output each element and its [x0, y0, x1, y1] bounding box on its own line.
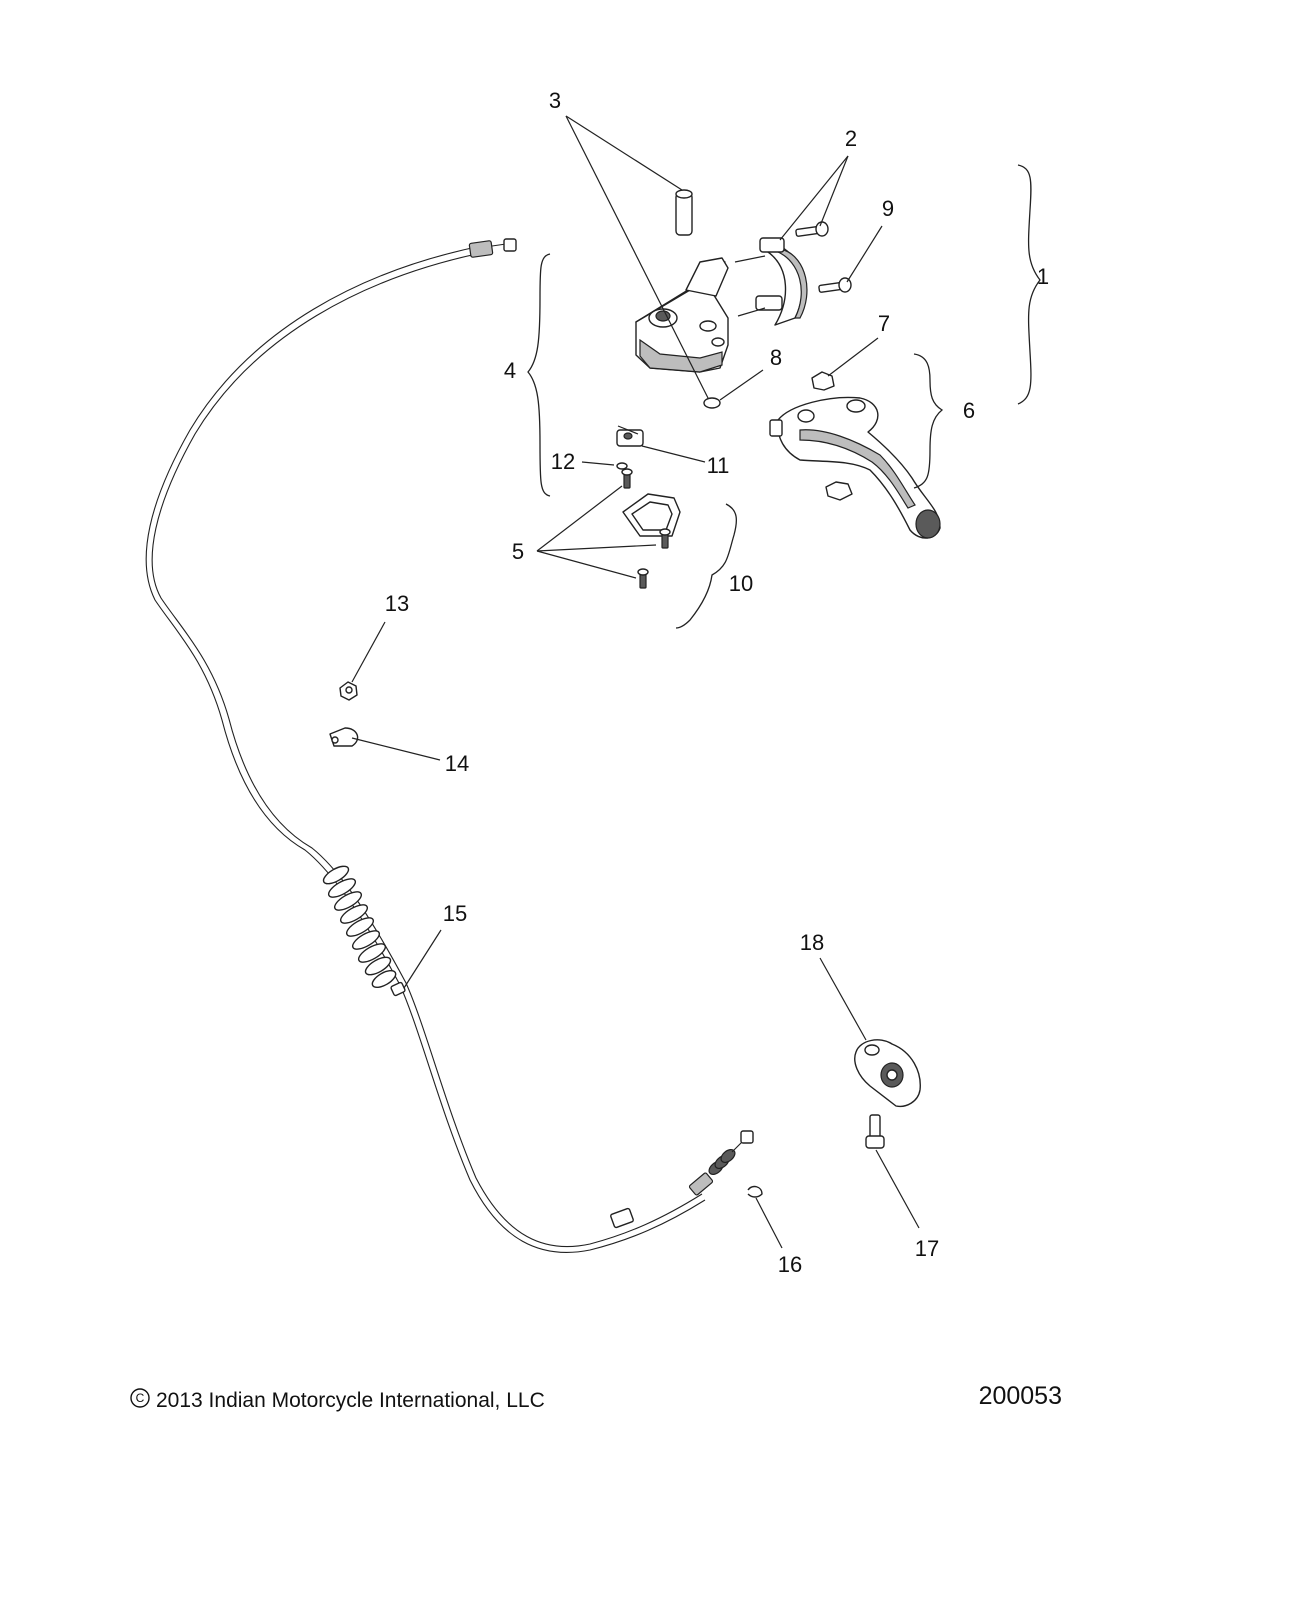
callout-15: 15 [443, 901, 467, 926]
copyright-line: C 2013 Indian Motorcycle International, … [130, 1388, 545, 1412]
brace-1 [1017, 164, 1041, 405]
leader-14 [351, 737, 441, 761]
callout-5: 5 [512, 539, 524, 564]
switch-cover[interactable] [622, 493, 681, 537]
leader-18 [819, 957, 867, 1041]
pivot-pin[interactable] [675, 189, 693, 236]
callout-14: 14 [445, 751, 469, 776]
leader-3b [565, 115, 709, 399]
cover-screw-3[interactable] [637, 568, 649, 589]
callout-13: 13 [385, 591, 409, 616]
pivot-washer[interactable] [703, 397, 721, 409]
cable-clip[interactable] [329, 727, 359, 747]
leader-3a [565, 115, 683, 191]
bracket-bolt[interactable] [865, 1114, 885, 1149]
leader-2a [779, 155, 849, 241]
leader-12 [581, 461, 615, 466]
clutch-switch[interactable] [616, 425, 644, 447]
callout-17: 17 [915, 1236, 939, 1261]
leader-2b [819, 155, 849, 227]
callout-7: 7 [878, 311, 890, 336]
cable-e-clip[interactable] [747, 1185, 763, 1198]
leader-5a [536, 485, 623, 552]
leader-5b [536, 544, 657, 552]
brace-6 [913, 353, 944, 489]
cover-screw-1[interactable] [621, 468, 633, 489]
callout-6: 6 [963, 398, 975, 423]
leader-8 [719, 369, 764, 401]
leader-13 [351, 621, 386, 683]
callout-12: 12 [551, 449, 575, 474]
cable-nut[interactable] [339, 681, 358, 701]
leader-7 [827, 337, 879, 377]
clamp-screw-lower[interactable] [818, 277, 852, 293]
cable-lower-sleeve [610, 1207, 634, 1229]
leader-9 [846, 225, 883, 283]
leader-15 [403, 929, 442, 989]
callout-8: 8 [770, 345, 782, 370]
callout-16: 16 [778, 1252, 802, 1277]
leader-16 [755, 1197, 783, 1249]
callout-10: 10 [729, 571, 753, 596]
callout-1: 1 [1037, 264, 1049, 289]
lever-lower-clip [825, 481, 853, 501]
cable-bracket[interactable] [854, 1039, 921, 1108]
drawing-number: 200053 [979, 1382, 1062, 1410]
brace-10 [675, 503, 738, 629]
callout-11: 11 [707, 453, 730, 478]
e-clip[interactable] [811, 371, 835, 391]
leader-5c [536, 550, 637, 579]
copyright-text: 2013 Indian Motorcycle International, LL… [156, 1389, 545, 1412]
clutch-lever[interactable] [769, 396, 941, 539]
callout-4: 4 [504, 358, 516, 383]
brace-4 [527, 253, 551, 497]
clutch-perch[interactable] [635, 257, 729, 373]
copyright-symbol: C [136, 1391, 145, 1405]
clamp-screw-upper[interactable] [795, 221, 829, 237]
cover-screw-2[interactable] [659, 528, 671, 549]
leader-17 [875, 1149, 920, 1229]
callout-18: 18 [800, 930, 824, 955]
cable-boot [322, 865, 406, 997]
cable-lower-end [688, 1130, 754, 1196]
callout-9: 9 [882, 196, 894, 221]
switch-washer[interactable] [616, 462, 628, 470]
perch-clamp[interactable] [734, 237, 808, 326]
callout-3: 3 [549, 88, 561, 113]
leader-11 [641, 445, 706, 463]
clutch-cable[interactable] [145, 238, 754, 1253]
copyright-circle [130, 1388, 150, 1408]
cable-upper-end [468, 238, 517, 258]
callout-2: 2 [845, 126, 857, 151]
